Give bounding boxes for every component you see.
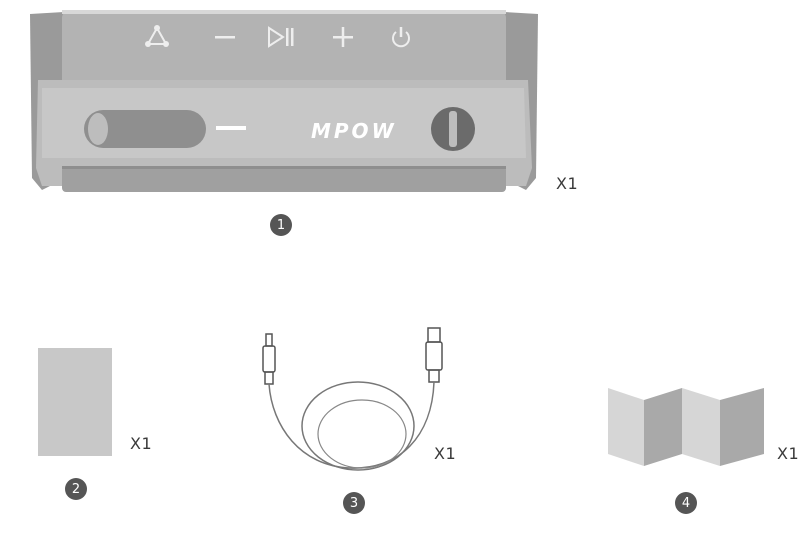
item-number-2: 2 xyxy=(65,478,87,500)
speaker-body xyxy=(30,10,538,192)
volume-down-icon xyxy=(212,24,238,50)
folded-manual-icon xyxy=(606,384,766,473)
pairing-icon xyxy=(144,24,170,50)
brand-logo: MPOW xyxy=(311,119,397,143)
speaker-illustration: MPOW xyxy=(28,8,540,200)
card-icon xyxy=(38,348,112,456)
item-number-4: 4 xyxy=(675,492,697,514)
play-pause-icon xyxy=(266,24,294,50)
usb-cable-icon xyxy=(250,326,450,486)
quantity-3: X1 xyxy=(434,444,457,463)
volume-up-icon xyxy=(330,24,356,50)
item-number-3: 3 xyxy=(343,492,365,514)
power-icon xyxy=(388,24,414,50)
quantity-1: X1 xyxy=(556,174,579,193)
item-number-1: 1 xyxy=(270,214,292,236)
quantity-2: X1 xyxy=(130,434,153,453)
quantity-4: X1 xyxy=(777,444,800,463)
